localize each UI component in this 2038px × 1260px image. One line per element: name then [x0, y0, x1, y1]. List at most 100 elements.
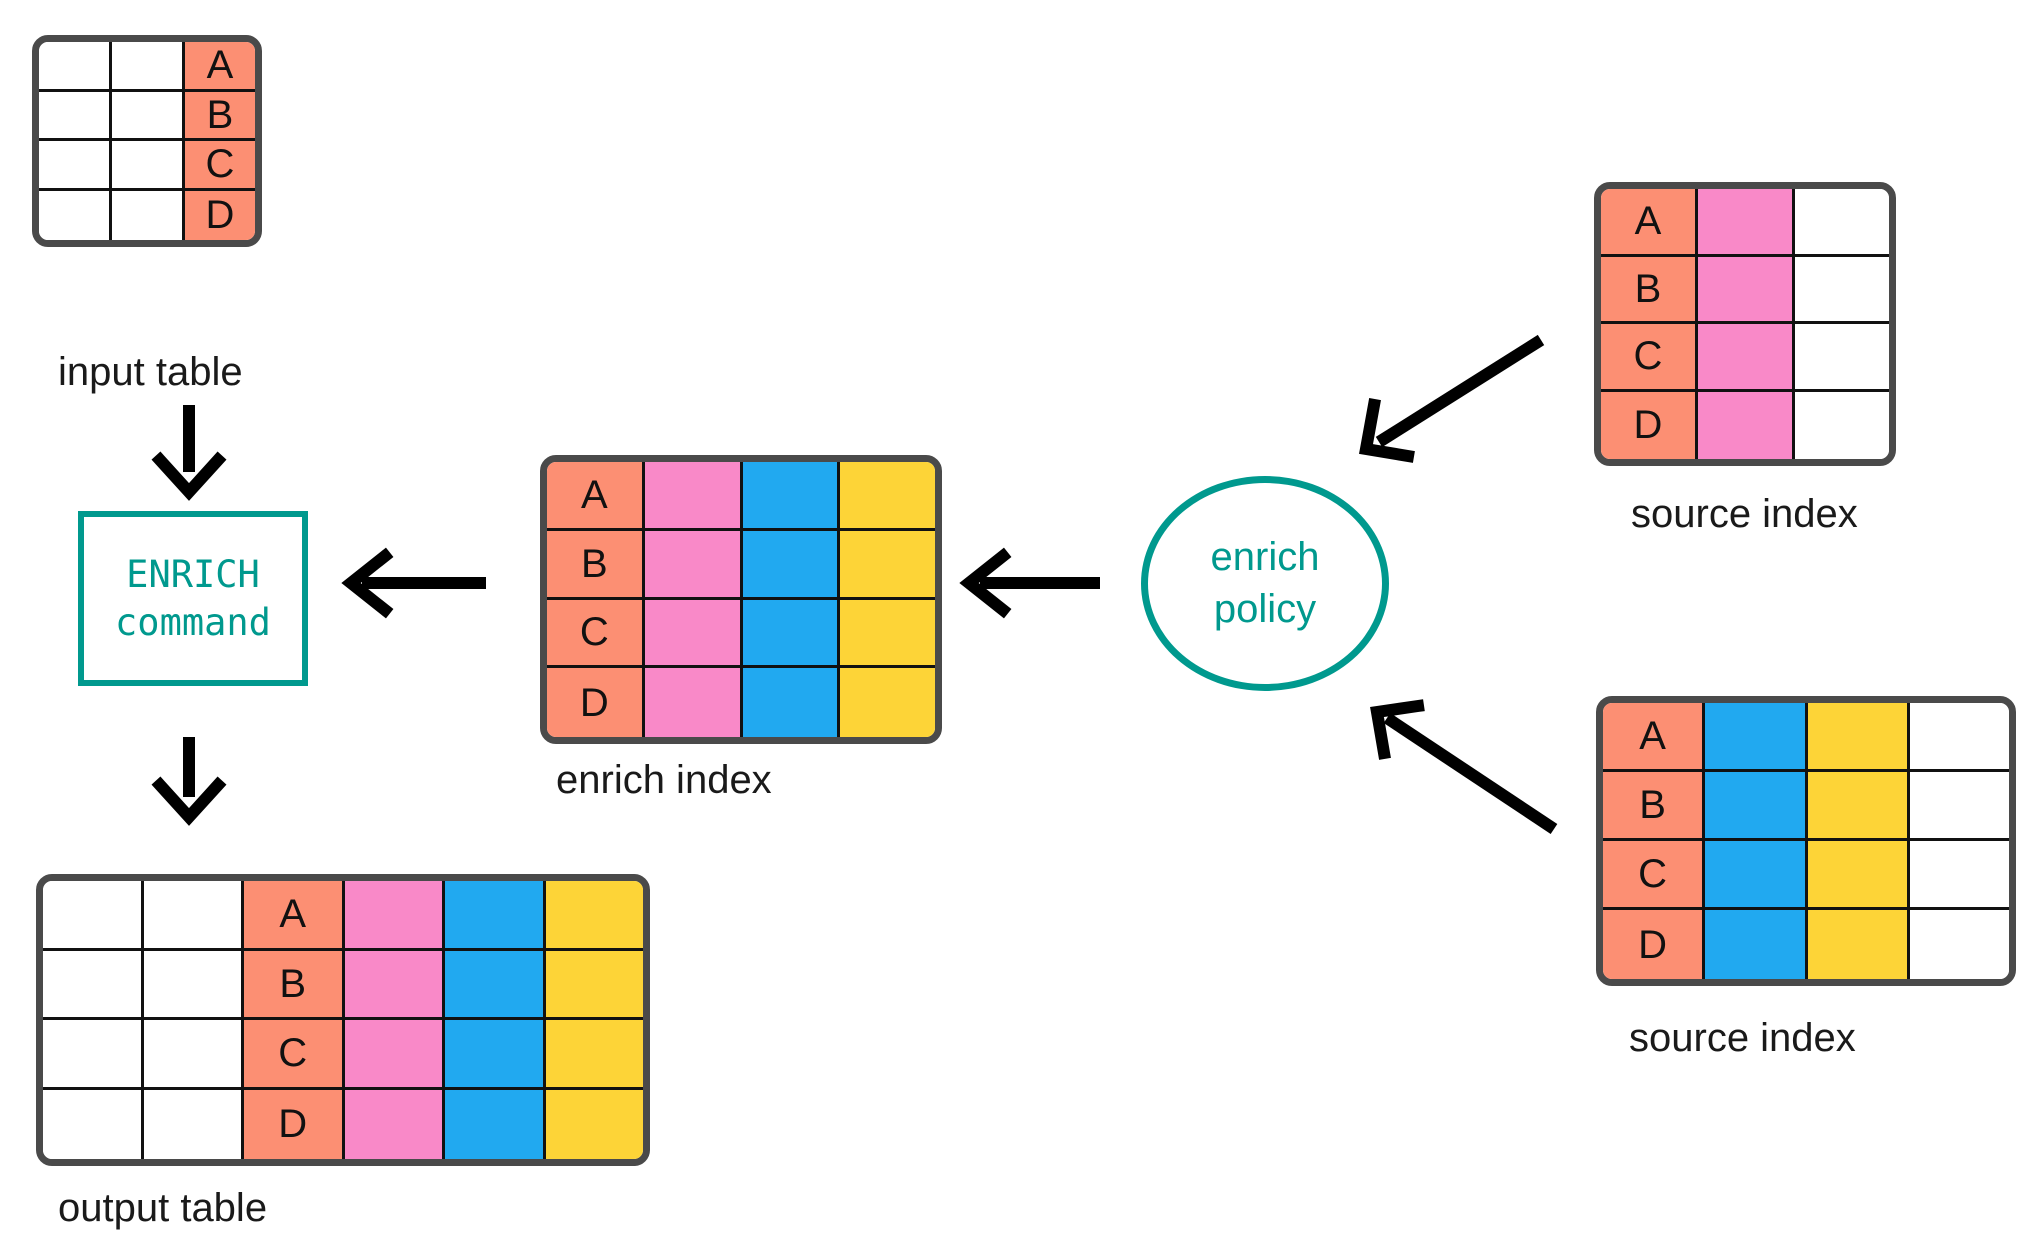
table-cell	[644, 668, 743, 737]
table-row: C	[39, 141, 255, 191]
arrow-source-index-top-to-policy	[1359, 334, 1545, 463]
table-cell-key: A	[244, 881, 345, 951]
enrich-policy-circle[interactable]: enrich policy	[1141, 476, 1389, 691]
table-cell	[344, 950, 445, 1020]
arrow-policy-to-enrich-index	[959, 547, 1100, 619]
table-cell	[143, 1020, 244, 1090]
table-cell	[1795, 256, 1889, 324]
table-cell	[1698, 324, 1795, 392]
table-cell	[742, 668, 841, 737]
enrich-policy-line-2: policy	[1213, 586, 1317, 631]
table-cell	[143, 950, 244, 1020]
table-cell	[143, 881, 244, 951]
table-cell	[545, 881, 643, 951]
table-row: D	[1601, 391, 1889, 459]
table-cell	[1909, 772, 2009, 841]
table-row: B	[43, 950, 643, 1020]
table-cell-key: C	[244, 1020, 345, 1090]
table-cell-key: D	[244, 1089, 345, 1159]
table-cell	[840, 599, 935, 669]
table-cell	[1705, 772, 1808, 841]
table-cell	[1909, 703, 2009, 772]
table-cell-key: C	[185, 141, 255, 191]
table-cell	[344, 881, 445, 951]
table-cell-key: A	[185, 42, 255, 92]
table-cell-key: A	[1603, 703, 1706, 772]
table-cell	[840, 530, 935, 600]
enrich-command-line-2: command	[115, 600, 271, 644]
table-cell	[43, 881, 144, 951]
table-cell	[1807, 910, 1910, 979]
table-cell	[644, 599, 743, 669]
table-cell-key: C	[1603, 841, 1706, 910]
table-cell	[1795, 324, 1889, 392]
output-table-caption: output table	[58, 1186, 268, 1230]
table-cell	[1698, 391, 1795, 459]
table-cell	[1807, 703, 1910, 772]
table-cell-key: B	[244, 950, 345, 1020]
table-cell	[1698, 256, 1795, 324]
table-cell	[1795, 391, 1889, 459]
table-cell	[112, 42, 185, 92]
arrow-enrich-index-to-command	[341, 547, 486, 619]
table-row: D	[43, 1089, 643, 1159]
table-row: C	[547, 599, 935, 669]
enrich-command-line-1: ENRICH	[126, 553, 260, 597]
table-cell	[545, 1020, 643, 1090]
table-cell	[445, 1089, 546, 1159]
table-row: A	[1601, 189, 1889, 257]
enrich-command-box[interactable]: ENRICH command	[78, 511, 308, 686]
table-row: B	[1601, 256, 1889, 324]
table-cell-key: B	[185, 91, 255, 141]
table-row: A	[39, 42, 255, 92]
table-cell-key: B	[1603, 772, 1706, 841]
table-cell	[445, 881, 546, 951]
table-cell	[344, 1020, 445, 1090]
table-row: B	[39, 91, 255, 141]
table-cell	[840, 462, 935, 531]
table-cell	[644, 462, 743, 531]
enrich-index-caption: enrich index	[556, 758, 772, 802]
table-cell	[39, 141, 112, 191]
arrow-input-to-command	[151, 405, 227, 501]
table-cell	[742, 530, 841, 600]
table-row: D	[39, 190, 255, 240]
table-row: A	[547, 462, 935, 531]
table-row: B	[547, 530, 935, 600]
table-cell-key: B	[547, 530, 645, 600]
source-index-bottom-caption: source index	[1629, 1016, 1856, 1060]
table-row: D	[547, 668, 935, 737]
table-cell-key: C	[547, 599, 645, 669]
table-cell	[112, 91, 185, 141]
table-cell	[43, 1020, 144, 1090]
table-cell-key: A	[1601, 189, 1698, 257]
table-cell	[840, 668, 935, 737]
table-cell	[39, 42, 112, 92]
table-cell	[1807, 772, 1910, 841]
table-cell	[1705, 703, 1808, 772]
table-cell-key: D	[185, 190, 255, 240]
enrich-policy-line-1: enrich	[1210, 535, 1320, 580]
table-row: C	[43, 1020, 643, 1090]
table-cell-key: A	[547, 462, 645, 531]
table-cell	[43, 1089, 144, 1159]
table-cell	[1909, 910, 2009, 979]
table-cell	[39, 190, 112, 240]
arrow-command-to-output	[151, 737, 227, 826]
table-cell	[143, 1089, 244, 1159]
arrow-source-index-bottom-to-policy	[1370, 699, 1558, 834]
table-cell	[39, 91, 112, 141]
table-cell	[545, 950, 643, 1020]
table-cell	[112, 190, 185, 240]
table-cell-key: D	[1601, 391, 1698, 459]
table-row: B	[1603, 772, 2009, 841]
table-cell-key: D	[547, 668, 645, 737]
table-cell	[344, 1089, 445, 1159]
table-row: D	[1603, 910, 2009, 979]
source-index-top-caption: source index	[1631, 492, 1858, 536]
input-table-caption: input table	[58, 350, 243, 394]
